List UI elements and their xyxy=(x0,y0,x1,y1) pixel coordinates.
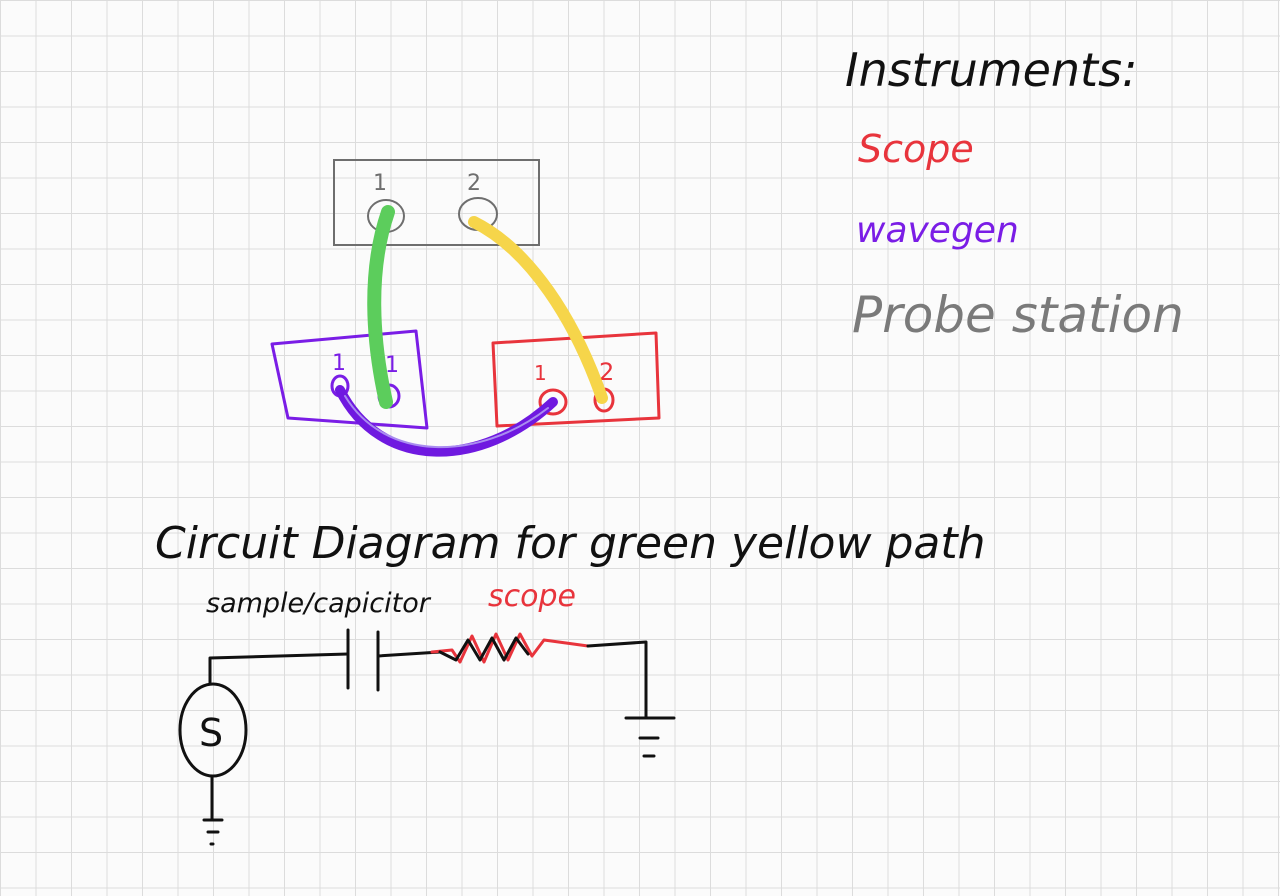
legend-title: Instruments: xyxy=(845,43,1138,97)
legend-item-probe-station: Probe station xyxy=(852,286,1184,344)
scope-port-1 xyxy=(538,388,568,416)
wire-resistor-to-ground xyxy=(586,640,648,720)
yellow-cable xyxy=(468,216,608,404)
sample-capacitor-label: sample/capicitor xyxy=(206,588,432,619)
wire-source-to-capacitor xyxy=(208,652,350,686)
bottom-ground-icon xyxy=(202,818,224,846)
scope-port-2-label: 2 xyxy=(599,358,614,386)
legend-item-wavegen: wavegen xyxy=(856,210,1019,251)
scope-box: 1 2 xyxy=(491,331,661,428)
instruments-legend: Instruments: Scope wavegen Probe station xyxy=(845,43,1184,344)
legend-item-scope: Scope xyxy=(858,127,974,171)
scope-port-1-label: 1 xyxy=(534,361,547,385)
wavegen-port-1-label: 1 xyxy=(332,351,346,376)
probe-station-box: 1 2 xyxy=(333,159,540,246)
probe-station-port-1-label: 1 xyxy=(373,171,387,196)
cables xyxy=(335,205,608,457)
right-ground-icon xyxy=(624,716,676,758)
probe-station-port-2-label: 2 xyxy=(467,171,481,196)
wire-capacitor-to-resistor xyxy=(376,650,442,658)
green-cable xyxy=(367,205,395,409)
source-label: S xyxy=(199,711,223,755)
scope-resistor-label: scope xyxy=(488,579,576,614)
wavegen-port-2-label: 1 xyxy=(385,353,399,378)
circuit-schematic xyxy=(178,628,676,846)
purple-cable xyxy=(335,385,558,457)
circuit-diagram-title: Circuit Diagram for green yellow path xyxy=(155,518,985,569)
